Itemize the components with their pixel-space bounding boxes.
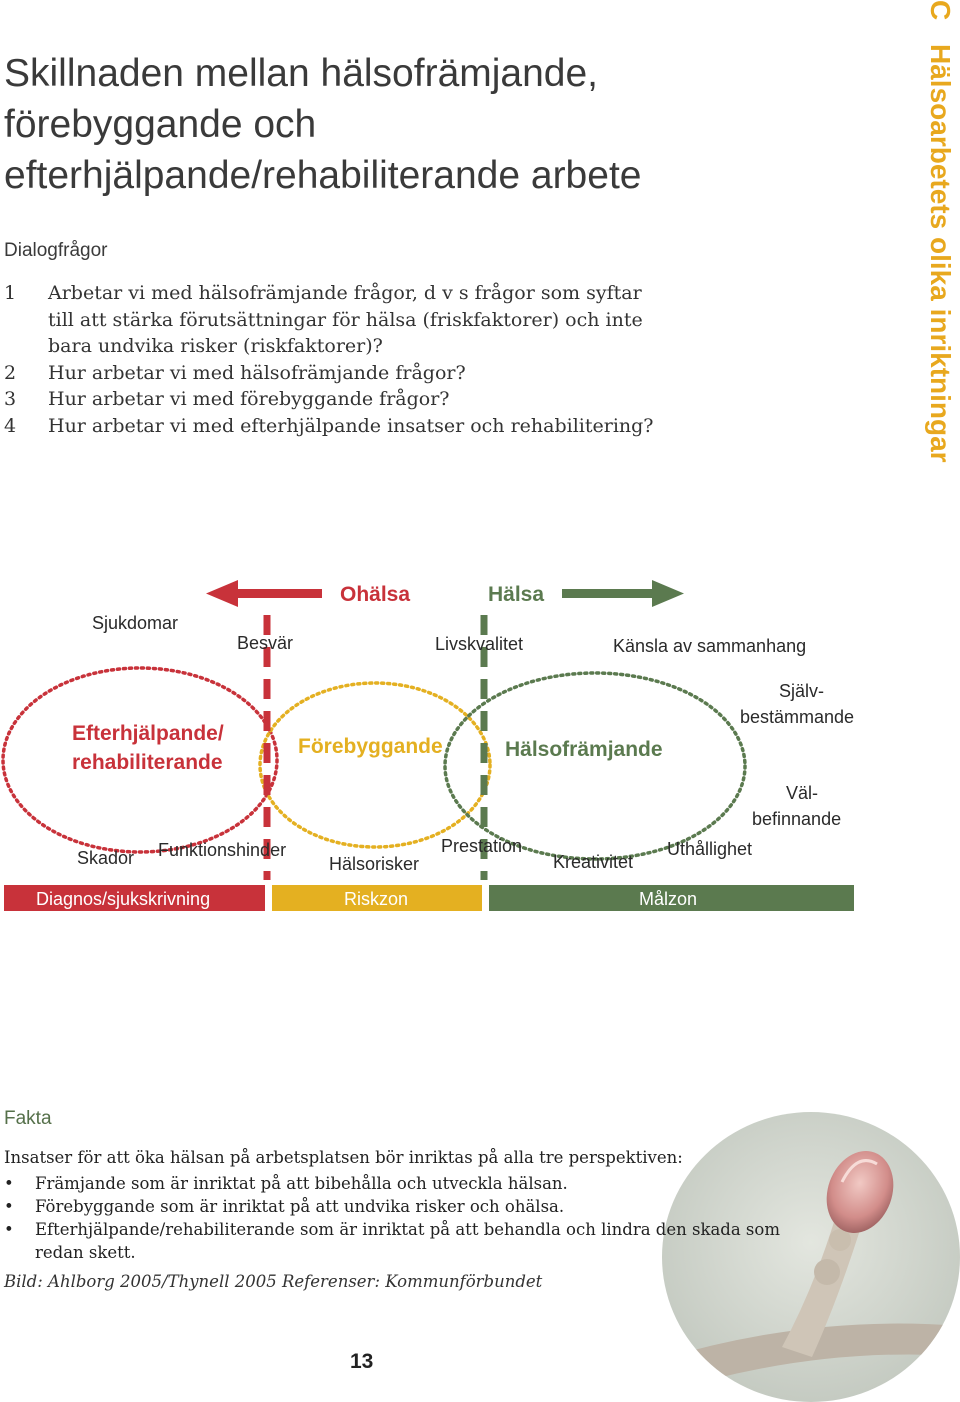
promotive-zone-title: Hälsofrämjande bbox=[505, 738, 663, 761]
fakta-bullet-list: • Främjande som är inriktat på att bibeh… bbox=[4, 1172, 824, 1264]
question-line: till att stärka förutsättningar för häls… bbox=[48, 308, 643, 331]
question-number: 4 bbox=[4, 414, 17, 437]
fakta-bullet: • Förebyggande som är inriktat på att un… bbox=[4, 1195, 824, 1218]
question-number: 3 bbox=[4, 388, 17, 410]
question-number: 1 bbox=[4, 282, 17, 304]
word-sjukdomar: Sjukdomar bbox=[92, 613, 178, 633]
word-halsorisker: Hälsorisker bbox=[329, 854, 419, 874]
preventive-zone-ellipse bbox=[258, 681, 492, 849]
question-item: 2 Hur arbetar vi med hälsofrämjande fråg… bbox=[4, 360, 764, 387]
word-besvar: Besvär bbox=[237, 633, 293, 653]
fakta-bullet-text: Främjande som är inriktat på att bibehål… bbox=[35, 1174, 568, 1193]
word-uthallighet: Uthållighet bbox=[667, 839, 752, 859]
fakta-heading: Fakta bbox=[4, 1108, 52, 1129]
question-item: 4 Hur arbetar vi med efterhjälpande insa… bbox=[4, 413, 764, 440]
word-kansla: Känsla av sammanhang bbox=[613, 636, 806, 656]
diagnos-bar-label: Diagnos/sjukskrivning bbox=[36, 889, 210, 909]
word-livskvalitet: Livskvalitet bbox=[435, 634, 523, 654]
question-text: Hur arbetar vi med efterhjälpande insats… bbox=[48, 414, 654, 437]
bullet-dot: • bbox=[4, 1197, 14, 1216]
fakta-bullet: • Efterhjälpande/rehabiliterande som är … bbox=[4, 1218, 824, 1264]
ohalsa-arrow-shaft bbox=[236, 589, 322, 598]
halsa-arrow bbox=[562, 580, 684, 607]
halsa-label: Hälsa bbox=[488, 583, 544, 606]
word-funktionshinder: Funktionshinder bbox=[158, 840, 286, 860]
question-line: Arbetar vi med hälsofrämjande frågor, d … bbox=[48, 282, 642, 304]
word-kreativitet: Kreativitet bbox=[553, 852, 633, 872]
fakta-bullet: • Främjande som är inriktat på att bibeh… bbox=[4, 1172, 824, 1195]
question-text: Hur arbetar vi med förebyggande frågor? bbox=[48, 388, 450, 410]
bullet-dot: • bbox=[4, 1174, 14, 1193]
malzon-bar bbox=[489, 885, 854, 911]
question-number: 2 bbox=[4, 361, 17, 384]
word-val: Väl- bbox=[786, 783, 818, 803]
page-number: 13 bbox=[350, 1350, 374, 1373]
word-sjalv: Själv- bbox=[779, 681, 824, 701]
malzon-bar-label: Målzon bbox=[639, 889, 697, 909]
halsa-arrow-shaft bbox=[562, 589, 654, 598]
dialog-heading: Dialogfrågor bbox=[4, 240, 108, 261]
fakta-intro: Insatser för att öka hälsan på arbetspla… bbox=[4, 1148, 683, 1167]
question-text: Arbetar vi med hälsofrämjande frågor, d … bbox=[48, 280, 643, 360]
fakta-bullet-line: Efterhjälpande/rehabiliterande som är in… bbox=[35, 1220, 780, 1239]
section-title: Hälsoarbetets olika inriktningar bbox=[925, 44, 956, 463]
riskzon-bar-label: Riskzon bbox=[344, 889, 408, 909]
title-line: efterhjälpande/rehabiliterande arbete bbox=[4, 154, 642, 197]
question-item: 3 Hur arbetar vi med förebyggande frågor… bbox=[4, 386, 764, 413]
halsa-arrow-head bbox=[652, 580, 684, 607]
question-line: bara undvika risker (riskfaktorer)? bbox=[48, 335, 383, 357]
diagnos-bar bbox=[4, 885, 265, 911]
word-skador: Skador bbox=[77, 848, 134, 868]
page-title: Skillnaden mellan hälsofrämjande, föreby… bbox=[4, 48, 764, 201]
rehab-zone-title: Efterhjälpande/ bbox=[72, 722, 224, 745]
title-line: förebyggande och bbox=[4, 103, 317, 146]
plant-bud-photo bbox=[662, 1112, 960, 1402]
riskzon-bar bbox=[272, 885, 482, 911]
title-line: Skillnaden mellan hälsofrämjande, bbox=[4, 52, 599, 95]
ohalsa-label: Ohälsa bbox=[340, 583, 410, 606]
ohalsa-arrow-head bbox=[206, 580, 238, 607]
section-side-title: C Hälsoarbetets olika inriktningar bbox=[920, 0, 960, 530]
ohalsa-arrow bbox=[206, 580, 322, 607]
rehab-zone-title: rehabiliterande bbox=[72, 751, 223, 774]
image-caption: Bild: Ahlborg 2005/Thynell 2005 Referens… bbox=[4, 1272, 543, 1291]
preventive-zone-title: Förebyggande bbox=[298, 735, 443, 758]
fakta-bullet-line: redan skett. bbox=[35, 1243, 136, 1262]
promotive-zone-ellipse bbox=[443, 671, 747, 861]
fakta-bullet-text: Förebyggande som är inriktat på att undv… bbox=[35, 1197, 565, 1216]
word-val: befinnande bbox=[752, 809, 841, 829]
word-sjalv: bestämmande bbox=[740, 707, 854, 727]
question-list: 1 Arbetar vi med hälsofrämjande frågor, … bbox=[4, 280, 764, 439]
word-prestation: Prestation bbox=[441, 836, 522, 856]
rehab-zone-ellipse bbox=[1, 666, 279, 854]
health-zones-diagram: Ohälsa Hälsa Efterhjälpande/ rehabiliter… bbox=[1, 580, 854, 911]
section-letter: C bbox=[925, 0, 956, 21]
question-text: Hur arbetar vi med hälsofrämjande frågor… bbox=[48, 361, 466, 384]
fakta-bullet-text: Efterhjälpande/rehabiliterande som är in… bbox=[35, 1218, 780, 1264]
bullet-dot: • bbox=[4, 1220, 14, 1239]
question-item: 1 Arbetar vi med hälsofrämjande frågor, … bbox=[4, 280, 764, 360]
